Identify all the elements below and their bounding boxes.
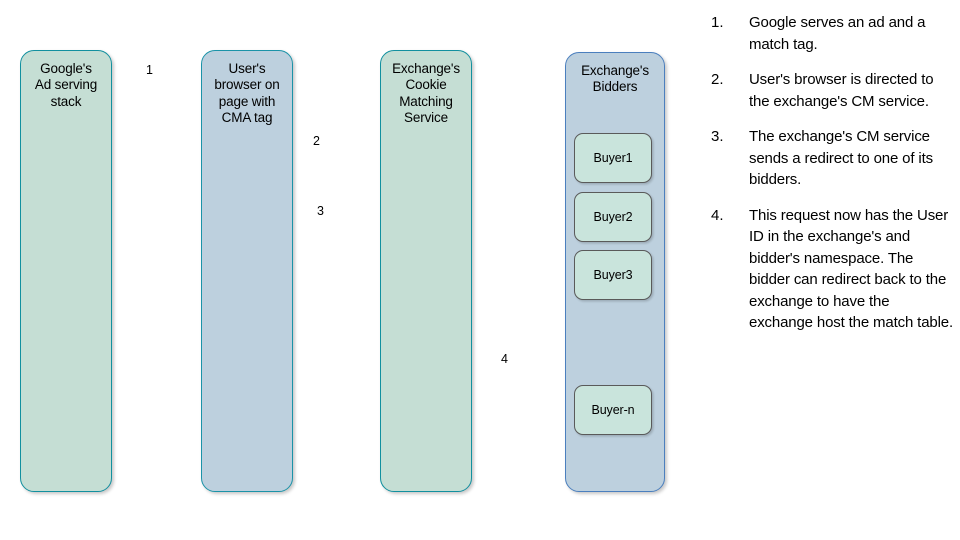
node-user-browser[interactable]: User's browser on page with CMA tag: [201, 50, 293, 492]
buyer-chip-label: Buyer-n: [591, 403, 635, 417]
buyer-chip-label: Buyer2: [593, 210, 633, 224]
buyer-chip-1[interactable]: Buyer1: [574, 133, 652, 183]
node-label: Exchange's Cookie Matching Service: [392, 61, 460, 126]
arrow-3-label: 3: [317, 204, 324, 218]
legend-item-number: 4.: [711, 206, 724, 224]
arrow-2-label: 2: [313, 134, 320, 148]
legend-item-number: 3.: [711, 128, 724, 145]
node-label: Google's Ad serving stack: [34, 61, 98, 109]
legend-item-text: The exchange's CM service sends a redire…: [749, 128, 933, 188]
buyer-chip-2[interactable]: Buyer2: [574, 192, 652, 242]
steps-legend: 1. Google serves an ad and a match tag. …: [705, 12, 953, 348]
node-ad-serving-stack[interactable]: Google's Ad serving stack: [20, 50, 112, 492]
arrow-1-label: 1: [146, 63, 153, 77]
legend-item-number: 1.: [711, 14, 724, 31]
node-cookie-matching-service[interactable]: Exchange's Cookie Matching Service: [380, 50, 472, 492]
arrow-4-label: 4: [501, 352, 508, 366]
buyer-chip-label: Buyer3: [593, 268, 633, 282]
legend-item-2: 2. User's browser is directed to the exc…: [705, 69, 953, 112]
legend-item-text: User's browser is directed to the exchan…: [749, 71, 934, 110]
node-label: User's browser on page with CMA tag: [214, 61, 280, 126]
legend-item-text: Google serves an ad and a match tag.: [749, 14, 926, 53]
legend-item-4: 4. This request now has the User ID in t…: [705, 205, 953, 334]
buyer-chip-n[interactable]: Buyer-n: [574, 385, 652, 435]
buyer-chip-3[interactable]: Buyer3: [574, 250, 652, 300]
node-label: Exchange's Bidders: [581, 63, 649, 95]
legend-item-3: 3. The exchange's CM service sends a red…: [705, 126, 953, 191]
legend-item-number: 2.: [711, 71, 724, 88]
buyer-chip-label: Buyer1: [593, 151, 633, 165]
legend-item-1: 1. Google serves an ad and a match tag.: [705, 12, 953, 55]
legend-item-text: This request now has the User ID in the …: [749, 206, 953, 332]
